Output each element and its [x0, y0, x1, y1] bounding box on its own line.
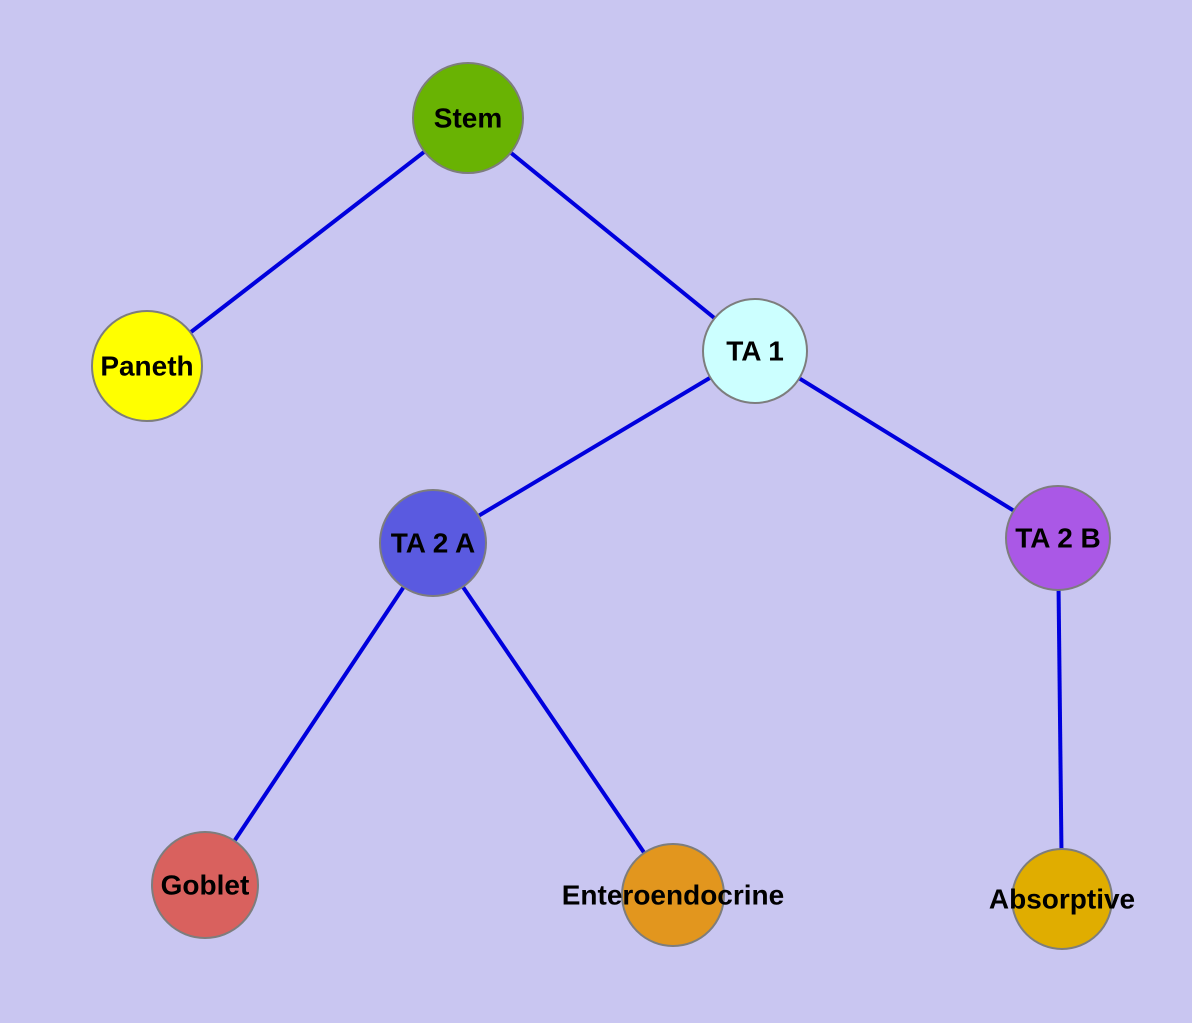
node-circle-absorptive[interactable]: [1011, 848, 1113, 950]
edge-ta-1-ta-2-b: [753, 349, 1060, 540]
node-circle-enteroendocrine[interactable]: [621, 843, 725, 947]
edge-ta-2-a-goblet: [203, 541, 435, 887]
node-paneth[interactable]: Paneth: [91, 310, 203, 422]
node-circle-ta-2-b[interactable]: [1005, 485, 1111, 591]
node-circle-stem[interactable]: [412, 62, 524, 174]
node-circle-ta-1[interactable]: [702, 298, 808, 404]
edge-layer: [145, 116, 1064, 900]
edge-stem-ta-1: [466, 116, 757, 353]
node-circle-goblet[interactable]: [151, 831, 259, 939]
node-absorptive[interactable]: Absorptive: [989, 848, 1135, 950]
edge-stem-paneth: [145, 116, 470, 368]
edge-ta-2-b-absorptive: [1056, 537, 1064, 900]
node-ta-2-b[interactable]: TA 2 B: [1005, 485, 1111, 591]
node-circle-paneth[interactable]: [91, 310, 203, 422]
node-ta-1[interactable]: TA 1: [702, 298, 808, 404]
edge-ta-1-ta-2-a: [431, 349, 757, 545]
node-enteroendocrine[interactable]: Enteroendocrine: [562, 843, 784, 947]
node-stem[interactable]: Stem: [412, 62, 524, 174]
node-circle-ta-2-a[interactable]: [379, 489, 487, 597]
node-ta-2-a[interactable]: TA 2 A: [379, 489, 487, 597]
edge-ta-2-a-enteroendocrine: [431, 541, 675, 897]
node-goblet[interactable]: Goblet: [151, 831, 259, 939]
